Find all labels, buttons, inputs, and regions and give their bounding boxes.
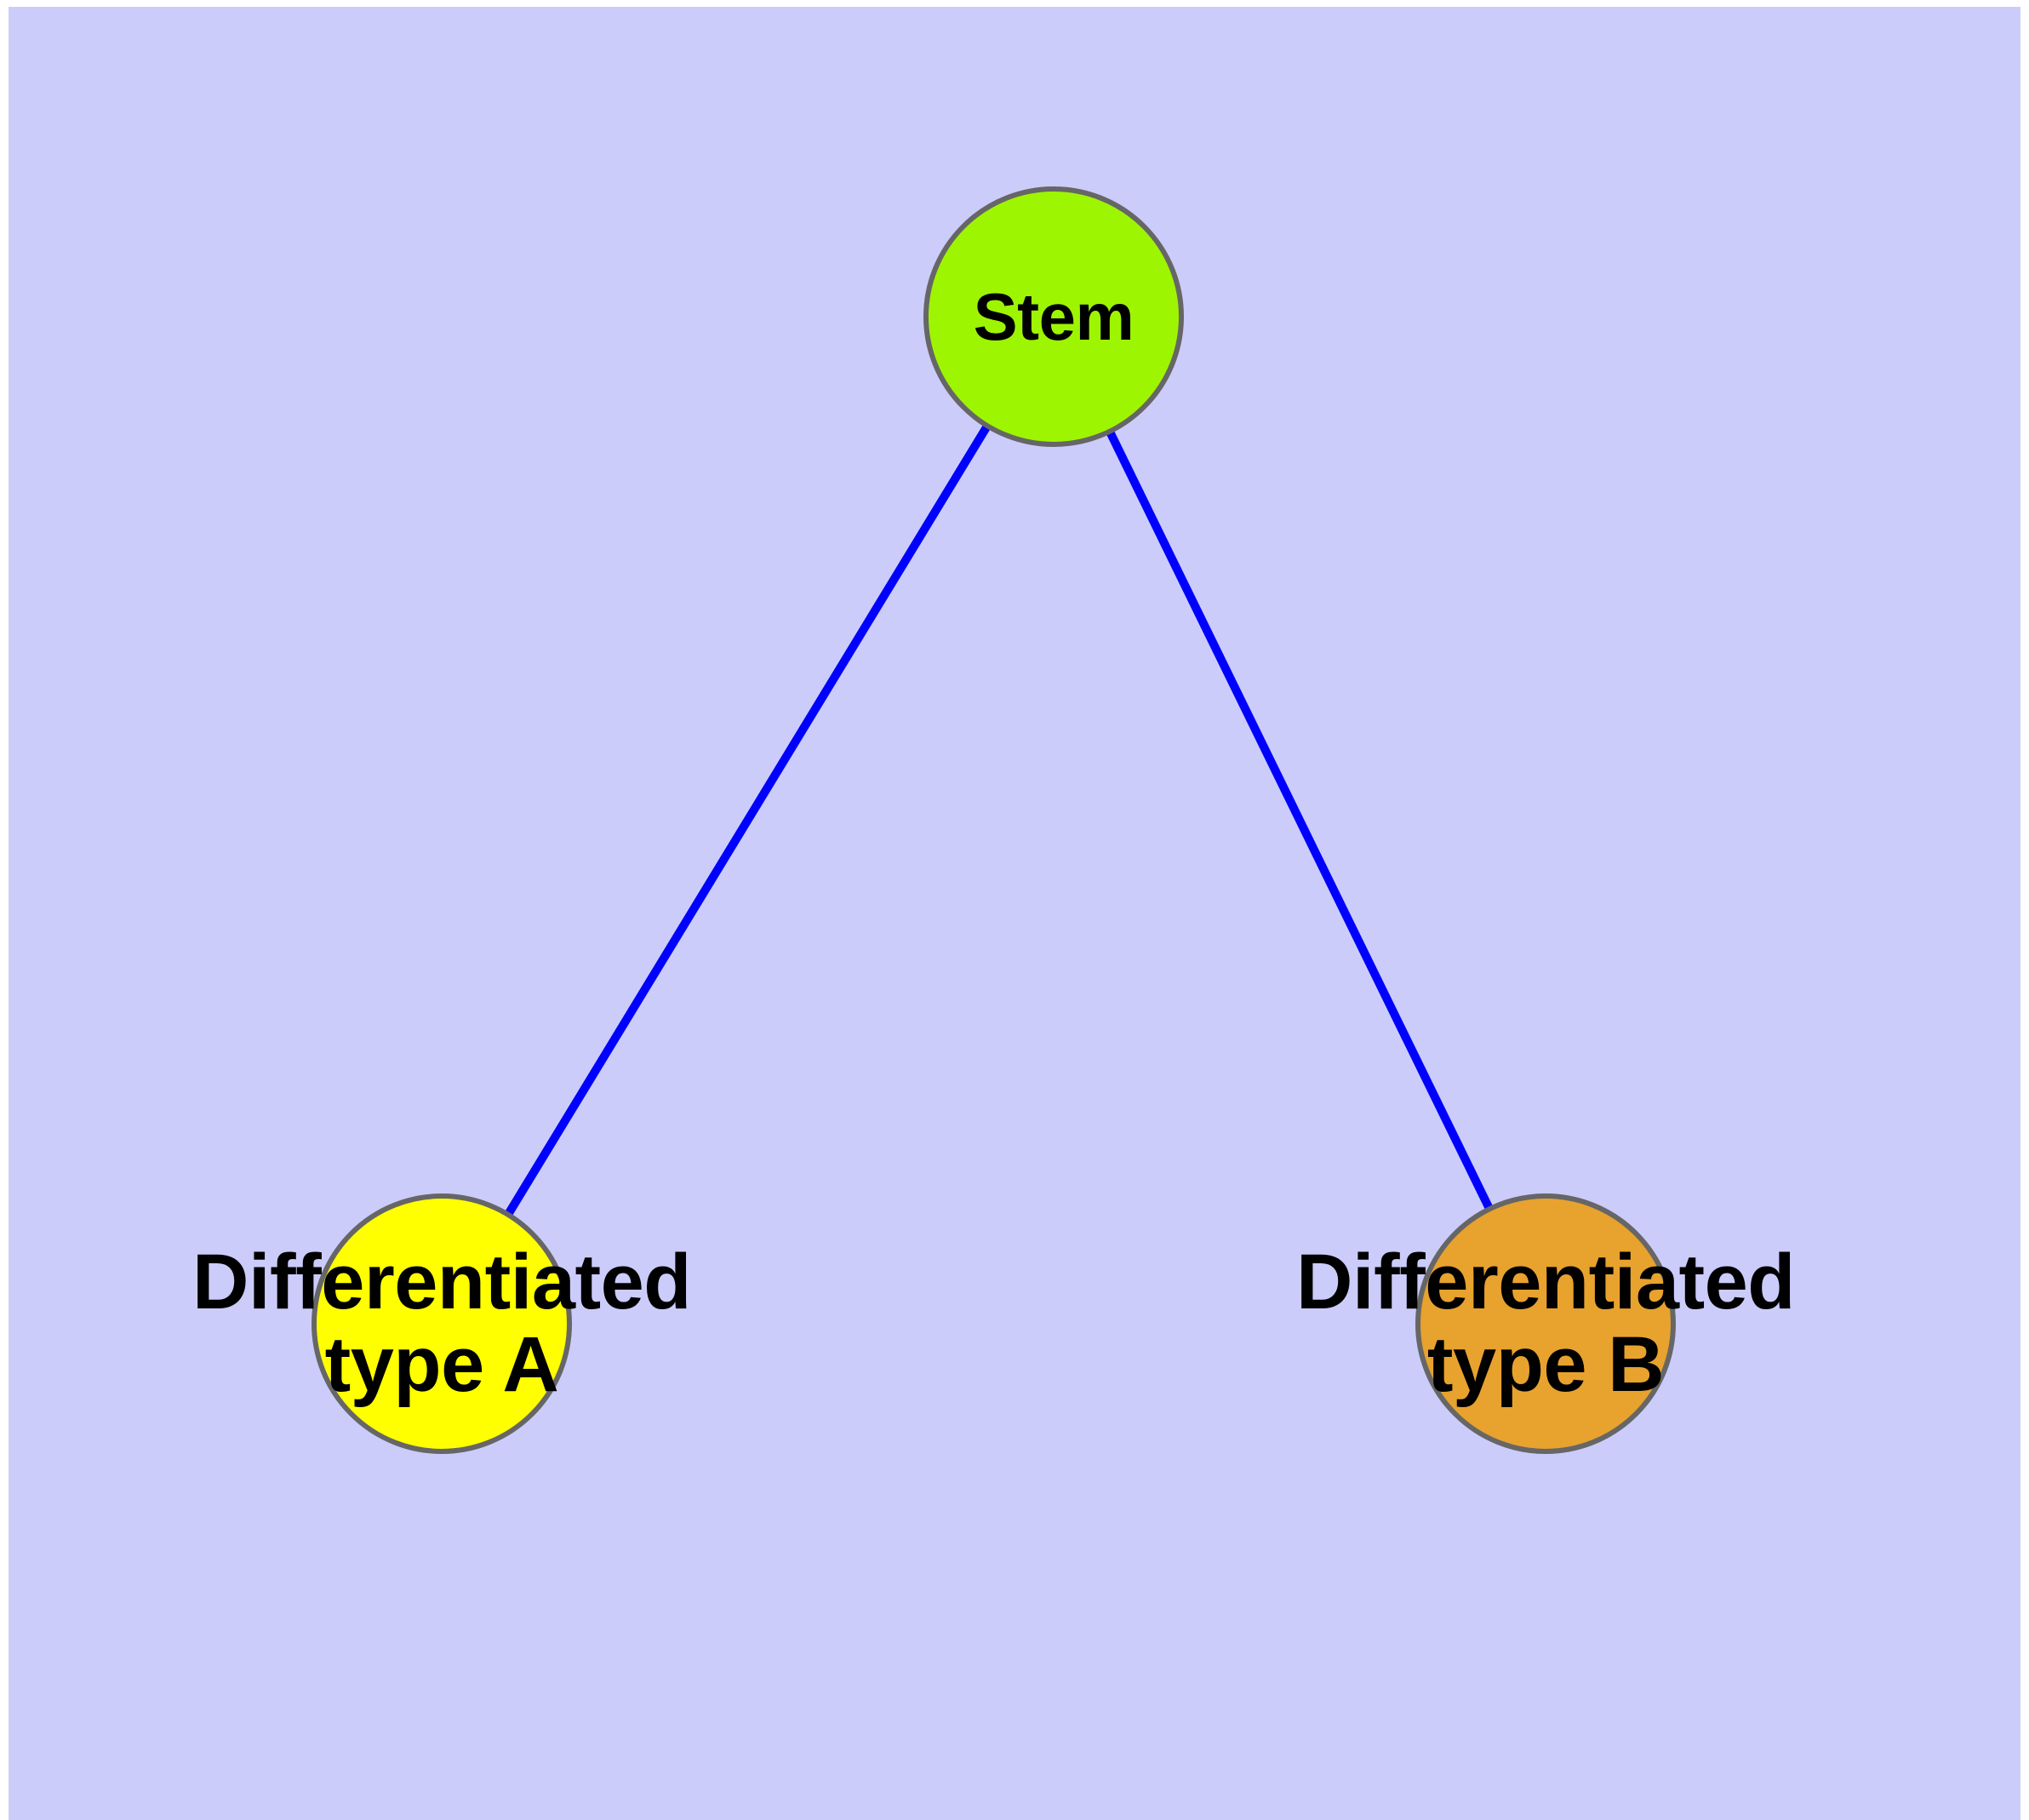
node-differentiated-type-a[interactable] — [311, 1193, 572, 1454]
node-stem[interactable] — [923, 186, 1184, 447]
edge-stem-to-differentiated-type-b[interactable] — [1049, 314, 1550, 1326]
node-layer — [311, 186, 1676, 1454]
edge-stem-to-differentiated-type-a[interactable] — [437, 314, 1058, 1326]
edge-layer — [437, 314, 1550, 1326]
node-differentiated-type-b[interactable] — [1415, 1193, 1676, 1454]
